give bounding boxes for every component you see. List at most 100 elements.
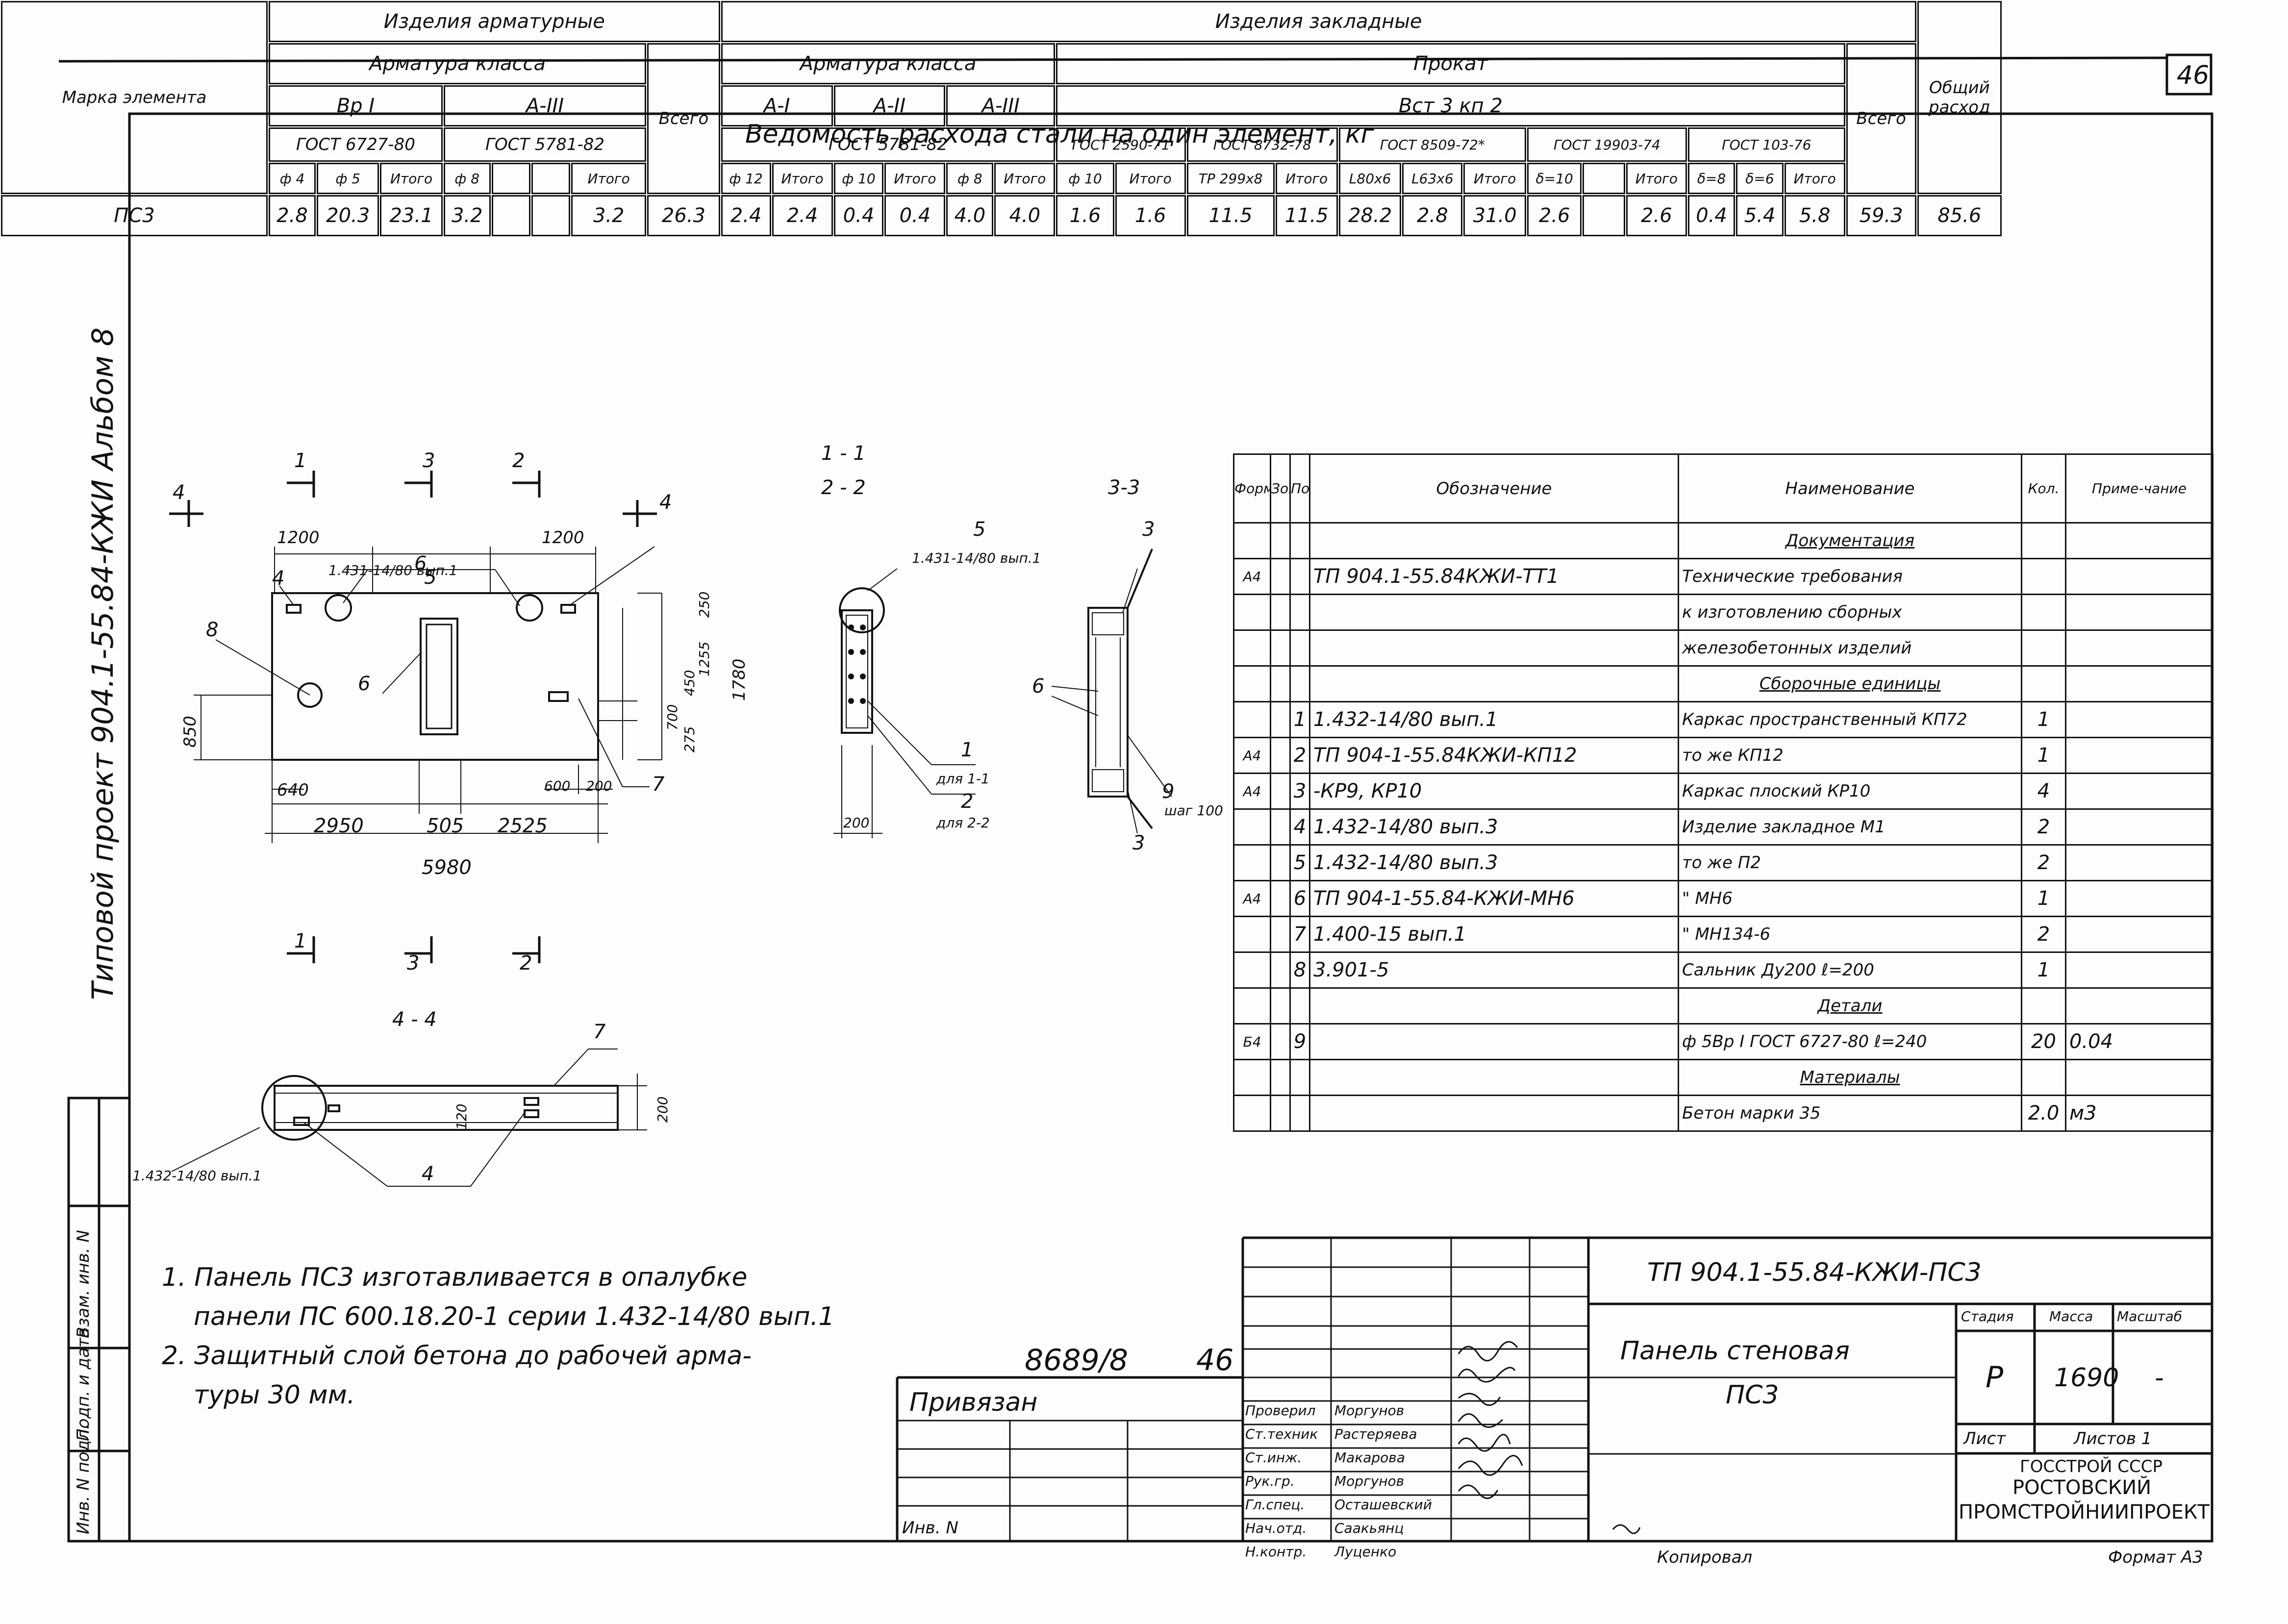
steel-subheader (531, 163, 570, 194)
signer-role: Рук.гр. (1245, 1473, 1295, 1489)
spec-zone (1270, 594, 1291, 631)
dim-1255: 1255 (696, 641, 712, 676)
dim-5980: 5980 (422, 856, 472, 879)
steel-value: 11.5 (1186, 195, 1275, 236)
callout-6: 6 (358, 673, 371, 695)
spec-header-row: Формат Зона Поз. Обозначение Наименовани… (1233, 453, 2213, 524)
spec-note (2065, 558, 2213, 595)
spec-designation (1309, 629, 1679, 667)
spec-header-pos: Поз. (1289, 453, 1310, 524)
specification-table: Формат Зона Поз. Обозначение Наименовани… (1233, 453, 2213, 1132)
spec-name: Бетон марки 35 (1678, 1095, 2022, 1132)
spec-name: Сальник Ду200 ℓ=200 (1678, 951, 2022, 989)
mass-label: Масса (2049, 1308, 2093, 1324)
spec-zone (1270, 880, 1291, 917)
spec-name: Детали (1678, 987, 2022, 1024)
dim-120: 120 (453, 1103, 470, 1130)
spec-note (2065, 773, 2213, 810)
steel-value: 1.6 (1115, 195, 1186, 236)
steel-value (491, 195, 530, 236)
spec-zone (1270, 844, 1291, 881)
spec-format (1233, 594, 1271, 631)
signer-name: Макарова (1334, 1449, 1405, 1466)
spec-qty: 4 (2021, 773, 2066, 810)
spec-designation: ТП 904.1-55.84КЖИ-ТТ1 (1309, 558, 1679, 595)
dim-640: 640 (277, 780, 309, 800)
steel-subheader: Итого (1784, 163, 1845, 194)
callout-6-top: 6 (414, 552, 427, 575)
spec-designation: 1.432-14/80 вып.3 (1309, 844, 1679, 881)
ref-1431-front: 1.431-14/80 вып.1 (328, 562, 458, 578)
gost-6727: ГОСТ 6727-80 (268, 127, 443, 162)
callout-6-section: 6 (1032, 675, 1045, 698)
dim-250: 250 (696, 591, 712, 618)
spec-pos (1289, 665, 1310, 702)
spec-row: к изготовлению сборных (1233, 594, 2213, 631)
steel-value: 26.3 (647, 195, 720, 236)
gost-8732: ГОСТ 8732-78 (1186, 127, 1338, 162)
steel-value: 0.4 (1687, 195, 1735, 236)
spec-qty: 2 (2021, 844, 2066, 881)
stage-label: Стадия (1961, 1308, 2014, 1324)
dim-1780: 1780 (729, 658, 749, 701)
spec-header-zone: Зона (1270, 453, 1291, 524)
spec-designation: 1.432-14/80 вып.3 (1309, 808, 1679, 846)
steel-subheader: ф 5 (316, 163, 379, 194)
steel-subheader: L63x6 (1402, 163, 1463, 194)
steel-subheader: ф 12 (721, 163, 771, 194)
spec-format: А4 (1233, 558, 1271, 595)
spec-zone (1270, 665, 1291, 702)
mass-value: 1690 (2054, 1363, 2119, 1393)
steel-value (531, 195, 570, 236)
spec-format (1233, 1059, 1271, 1096)
spec-designation (1309, 594, 1679, 631)
spec-header-designation: Обозначение (1309, 453, 1679, 524)
spec-note (2065, 522, 2213, 559)
gost-8509: ГОСТ 8509-72* (1338, 127, 1526, 162)
spec-name: " МН6 (1678, 880, 2022, 917)
rebar-products-header: Изделия арматурные (268, 1, 720, 42)
spec-pos: 2 (1289, 737, 1310, 774)
spec-note (2065, 844, 2213, 881)
scale-value: - (2155, 1363, 2164, 1393)
signer-role: Нач.отд. (1245, 1520, 1307, 1536)
callout-4-section44: 4 (422, 1163, 434, 1185)
steel-subheader: Итого (994, 163, 1056, 194)
spec-qty (2021, 665, 2066, 702)
panel-front-view (169, 471, 662, 963)
steel-subheader: ф 10 (1056, 163, 1114, 194)
dim-600: 600 (544, 778, 571, 794)
spec-format (1233, 916, 1271, 953)
spec-format (1233, 522, 1271, 559)
signer-name: Растеряева (1334, 1426, 1417, 1442)
callout-4-left: 4 (173, 481, 185, 504)
col-mark-header: Марка элемента (1, 1, 268, 194)
spec-pos: 8 (1289, 951, 1310, 989)
spec-note (2065, 916, 2213, 953)
spec-pos: 3 (1289, 773, 1310, 810)
spec-name: железобетонных изделий (1678, 629, 2022, 667)
gost-5781a: ГОСТ 5781-82 (443, 127, 647, 162)
steel-subheader: ф 10 (833, 163, 884, 194)
spec-format (1233, 844, 1271, 881)
dim-200-section: 200 (843, 815, 870, 831)
spec-pos (1289, 1095, 1310, 1132)
spec-qty: 1 (2021, 951, 2066, 989)
label-for-1-1: для 1-1 (936, 771, 990, 787)
steel-value: 2.4 (721, 195, 771, 236)
spec-zone (1270, 522, 1291, 559)
gost-5781b: ГОСТ 5781-82 (721, 127, 1056, 162)
rebar-class-header: Арматура класса (268, 43, 647, 84)
section-3-3-label: 3-3 (1108, 476, 1140, 499)
steel-table: Марка элемента Изделия арматурные Издели… (0, 0, 2083, 237)
spec-name: " МН134-6 (1678, 916, 2022, 953)
gost-103: ГОСТ 103-76 (1687, 127, 1845, 162)
handwritten-page: 46 (1196, 1343, 1234, 1377)
spec-pos (1289, 522, 1310, 559)
callout-5: 5 (424, 566, 437, 589)
spec-header-name: Наименование (1678, 453, 2022, 524)
spec-qty (2021, 558, 2066, 595)
